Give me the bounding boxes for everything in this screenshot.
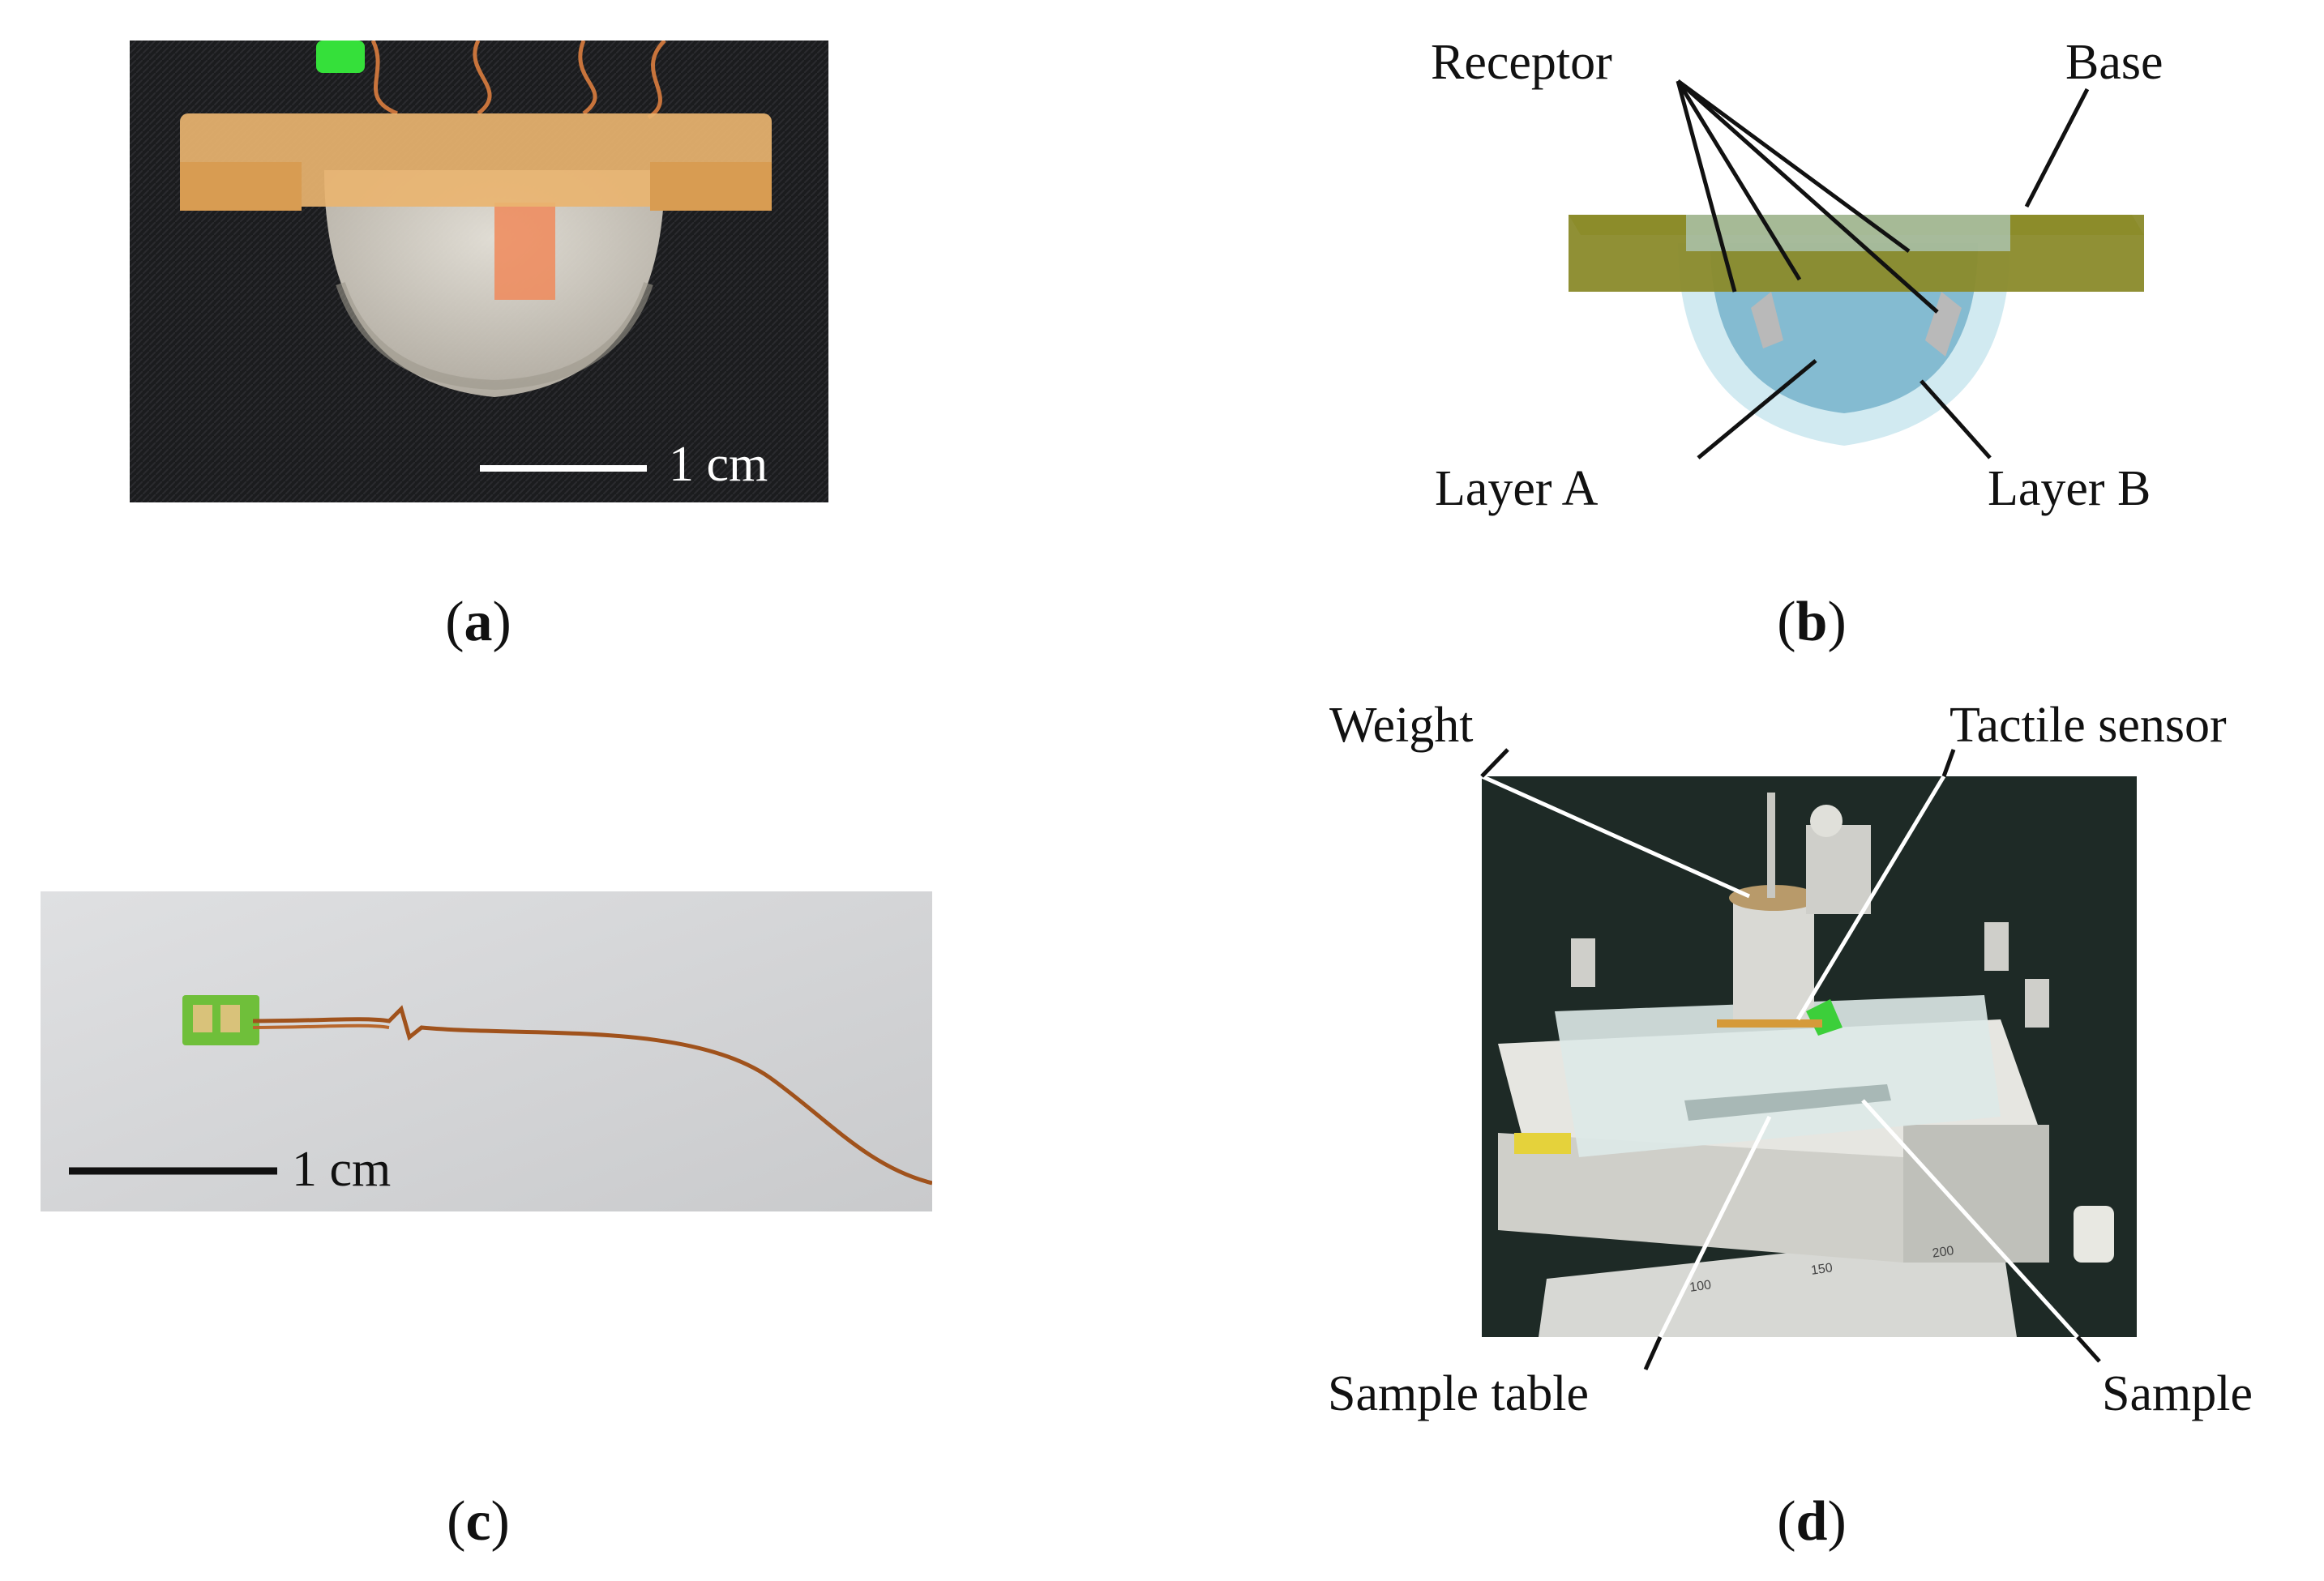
copper-wire-2 <box>252 1023 390 1029</box>
panel-d-photo: 100 150 200 <box>1482 776 2137 1337</box>
grey-background <box>41 891 932 1211</box>
leader-receptor-4 <box>1676 79 1939 314</box>
label-sample: Sample <box>2102 1366 2253 1421</box>
panel-c-caption: (c) <box>447 1490 510 1553</box>
panel-c-scale-label: 1 cm <box>292 1142 392 1197</box>
dome-rim <box>336 282 653 391</box>
knob-left <box>1571 938 1595 987</box>
machine-side <box>1903 1125 2049 1263</box>
panel-a-scale-label: 1 cm <box>669 437 768 492</box>
panel-b-caption: (b) <box>1777 591 1847 653</box>
weight-rod <box>1767 793 1775 898</box>
upper-arm <box>1806 825 1871 914</box>
panel-d-caption: (d) <box>1777 1490 1847 1553</box>
ruler-tick-1: 100 <box>1688 1278 1713 1295</box>
ruler-tick-2: 150 <box>1810 1261 1834 1278</box>
sample-strip <box>1684 1084 1891 1121</box>
leader-weight-outer <box>1480 748 1509 778</box>
panel-c-photo: 1 cm <box>41 891 932 1211</box>
glass-table <box>1555 995 2001 1157</box>
leader-weight-inner <box>1482 776 1751 899</box>
leader-table-inner <box>1658 1115 1772 1337</box>
panel-d-illustration <box>1482 776 2137 1337</box>
green-tag <box>316 41 365 73</box>
leader-table-outer <box>1643 1335 1663 1371</box>
copper-wire <box>252 1005 932 1186</box>
leader-receptor-2 <box>1676 79 1802 281</box>
label-tactile-sensor: Tactile sensor <box>1950 698 2227 753</box>
leader-layer-a <box>1697 359 1817 459</box>
yellow-label <box>1514 1133 1571 1154</box>
panel-b-diagram <box>1569 79 2144 459</box>
panel-a-caption: (a) <box>445 591 511 653</box>
leader-base <box>2024 88 2090 208</box>
leader-receptor-3 <box>1676 79 1911 254</box>
copper-wires <box>370 41 666 120</box>
sensor-glow <box>494 203 555 300</box>
label-layer-b: Layer B <box>1988 461 2151 516</box>
receptor-left <box>1751 292 1783 348</box>
machine-front <box>1498 1133 1903 1263</box>
ruler-tick-3: 200 <box>1931 1244 1955 1261</box>
leader-layer-b <box>1920 379 1992 459</box>
board-pad-right <box>220 1005 240 1032</box>
leader-receptor-1 <box>1676 80 1737 293</box>
panel-a-illustration <box>130 41 828 502</box>
panel-c-illustration <box>41 891 932 1211</box>
label-base: Base <box>2065 35 2164 90</box>
label-receptor: Receptor <box>1431 35 1612 90</box>
board-pad-left <box>193 1005 212 1032</box>
leader-sample-outer <box>2076 1335 2101 1363</box>
label-weight: Weight <box>1329 698 1474 753</box>
panel-a-photo: 1 cm <box>130 41 828 502</box>
sensor-bar <box>1717 1019 1822 1028</box>
knob-mid <box>1984 922 2009 971</box>
knob-top <box>1810 805 1843 837</box>
leader-sample-inner <box>1861 1099 2079 1337</box>
receptor-right <box>1925 292 1962 357</box>
frame-right-tab <box>650 162 772 211</box>
leader-tactile-inner <box>1795 776 1946 1021</box>
label-sample-table: Sample table <box>1328 1366 1589 1421</box>
weight-column <box>1733 898 1814 1028</box>
frame-left-tab <box>180 162 302 211</box>
frame <box>180 113 772 207</box>
knob-right <box>2025 979 2049 1028</box>
label-layer-a: Layer A <box>1435 461 1599 516</box>
knob-front <box>2074 1206 2114 1263</box>
